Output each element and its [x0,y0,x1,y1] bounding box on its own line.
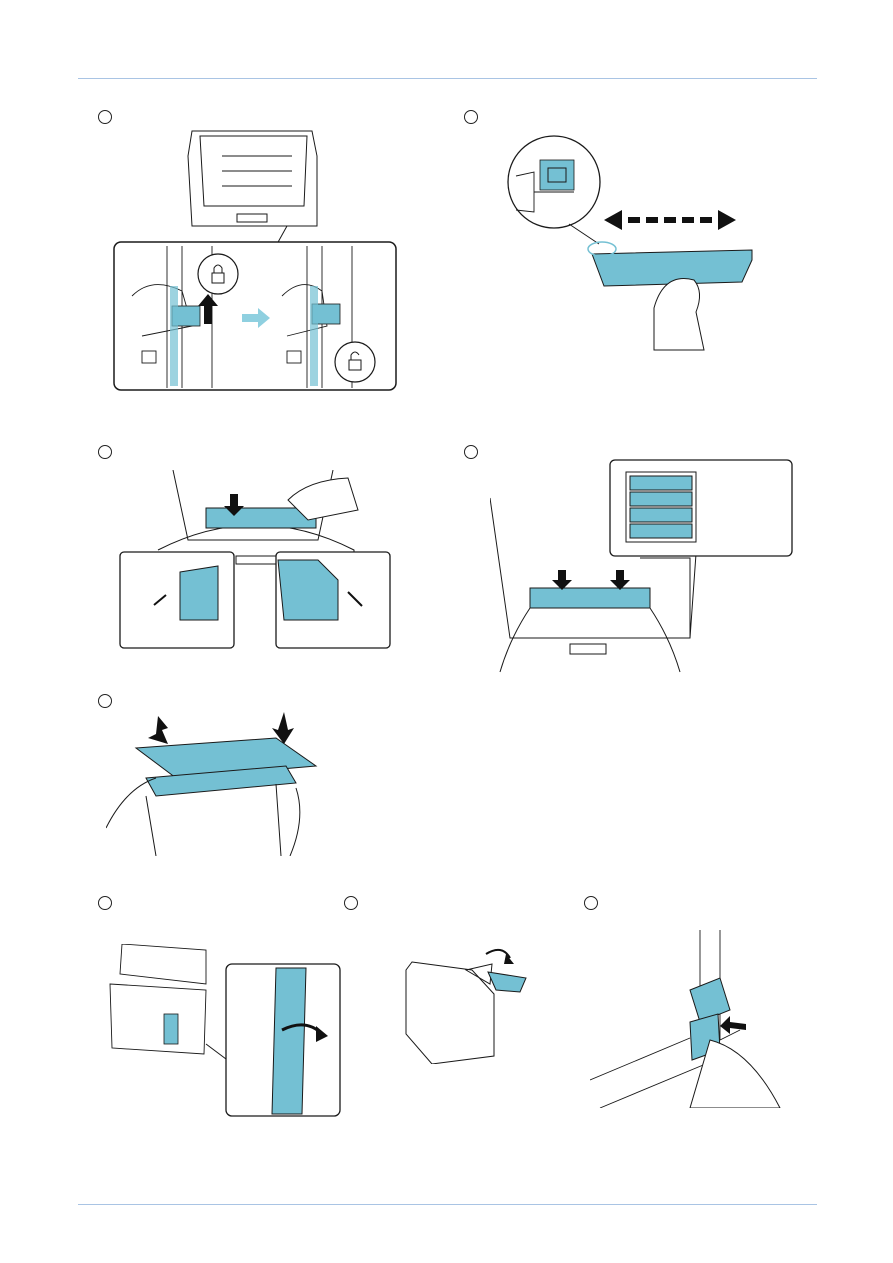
step-marker-3 [98,445,112,459]
shake-toner-illustration [504,132,760,358]
push-toners-illustration [490,458,796,674]
waste-toner-box-cap-illustration [402,944,532,1064]
step-marker-5 [98,694,112,708]
header-rule [78,78,817,79]
close-scanner-cover-illustration [106,708,326,856]
insert-waste-box-illustration [590,930,790,1108]
step-marker-8 [584,896,598,910]
step-marker-6 [98,896,112,910]
step-marker-7 [344,896,358,910]
install-toner-illustration [118,470,394,652]
step-marker-4 [464,445,478,459]
step-marker-2 [464,110,478,124]
lock-release-illustration [112,126,400,394]
footer-rule [78,1204,817,1205]
step-marker-1 [98,110,112,124]
open-side-cover-illustration [106,944,342,1118]
